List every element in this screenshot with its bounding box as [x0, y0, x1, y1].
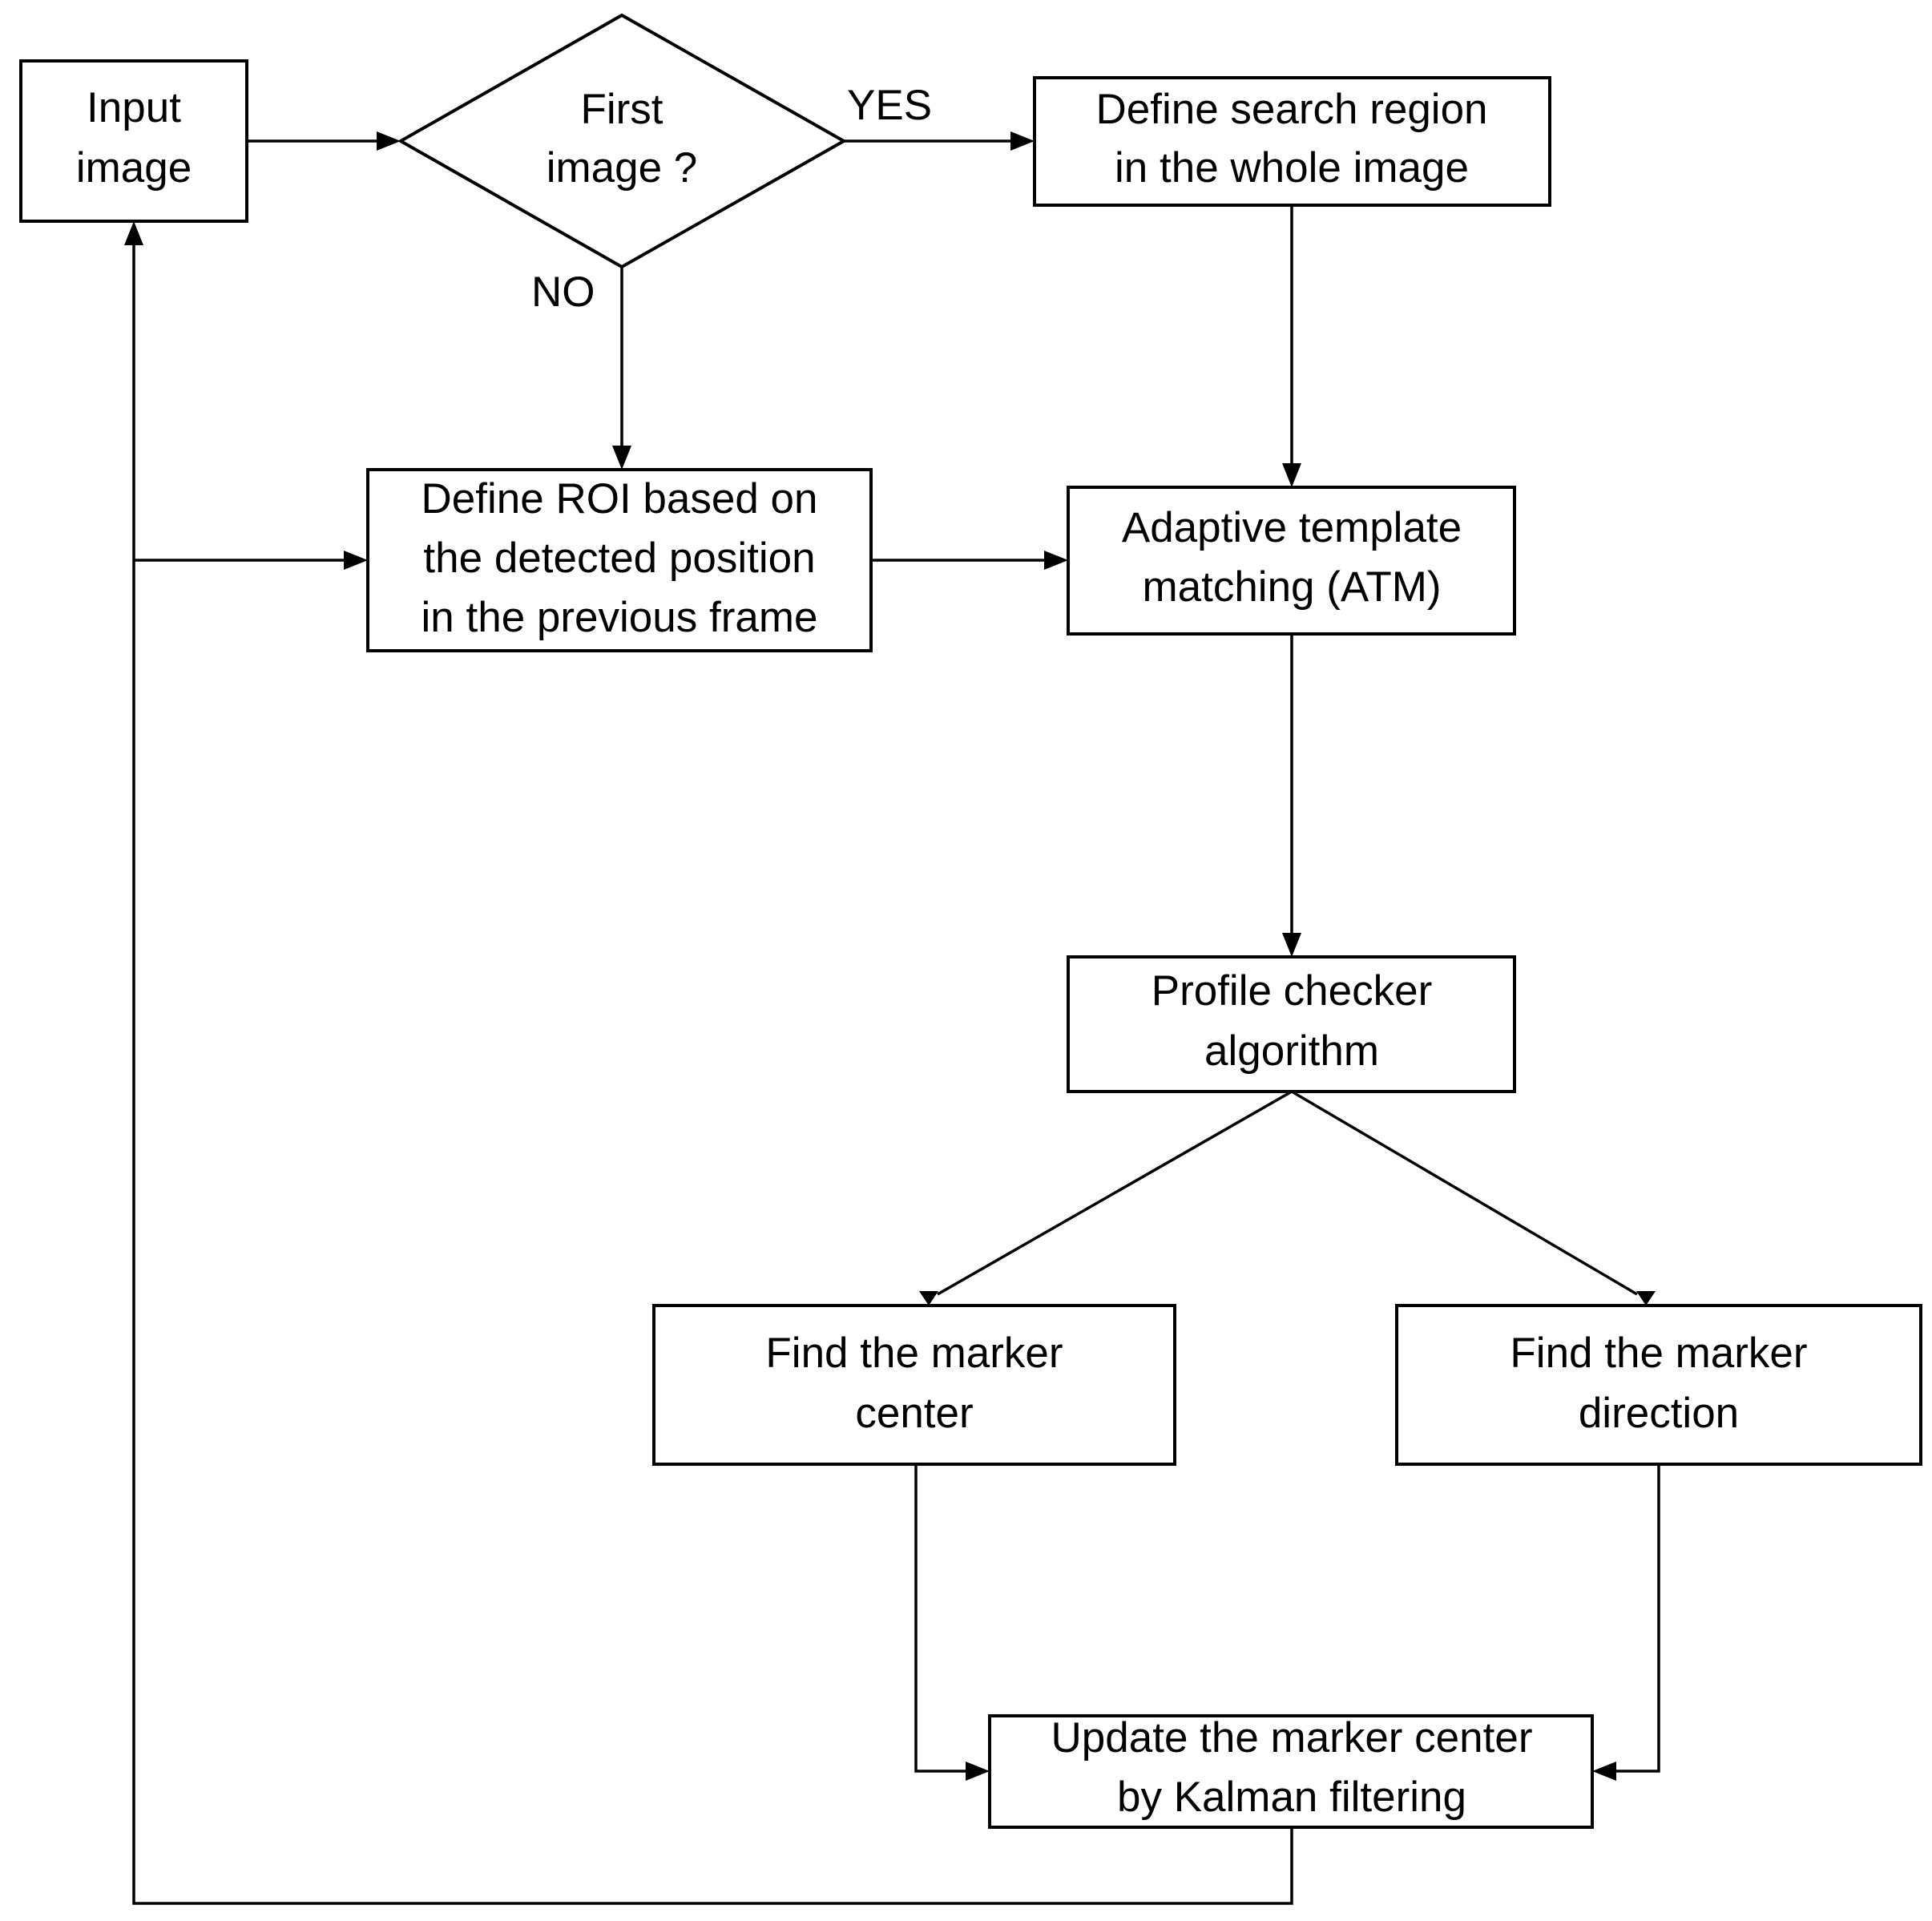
arrowhead-down: [1282, 463, 1301, 487]
edge-decision-yes-to-search: YES: [844, 82, 1035, 151]
arrowhead-right: [1044, 551, 1068, 570]
edge-label-no: NO: [531, 268, 595, 316]
node-first-image-line-2: image ?: [547, 144, 698, 192]
node-define-search-line-2: in the whole image: [1115, 144, 1469, 192]
node-marker-direction-line-2: direction: [1579, 1390, 1739, 1437]
node-kalman-update: Update the marker center by Kalman filte…: [988, 1714, 1594, 1829]
node-define-roi-line-3: in the previous frame: [421, 594, 818, 641]
node-kalman-line-2: by Kalman filtering: [1117, 1774, 1466, 1821]
edge-label-yes: YES: [847, 82, 932, 129]
node-marker-center-line-1: Find the marker: [765, 1330, 1063, 1377]
node-adaptive-template-matching: Adaptive template matching (ATM): [1067, 486, 1516, 636]
edge-kalman-loop-to-input: [124, 221, 1293, 1905]
node-atm-line-2: matching (ATM): [1142, 563, 1441, 611]
node-first-image-decision: First image ?: [397, 13, 848, 269]
node-marker-direction-line-1: Find the marker: [1510, 1330, 1807, 1377]
edge-loop-to-roi: [134, 551, 368, 570]
edge-input-to-decision: [247, 131, 401, 151]
node-profile-checker-line-2: algorithm: [1204, 1027, 1379, 1075]
node-kalman-line-1: Update the marker center: [1051, 1714, 1533, 1762]
edge-profile-to-marker-direction: [1291, 1090, 1656, 1306]
edge-marker-center-to-kalman: [914, 1464, 990, 1781]
node-profile-checker-line-1: Profile checker: [1152, 967, 1433, 1015]
node-profile-checker: Profile checker algorithm: [1067, 955, 1516, 1093]
node-define-roi-line-2: the detected position: [423, 535, 815, 582]
node-input-image-line-1: Input: [87, 84, 181, 131]
edge-roi-to-atm: [871, 551, 1068, 570]
arrowhead-up: [124, 221, 143, 245]
node-define-search-line-1: Define search region: [1095, 86, 1487, 133]
node-input-image-line-2: image: [76, 144, 192, 192]
node-first-image-line-1: First: [580, 86, 663, 133]
arrowhead-right: [377, 131, 401, 151]
arrowhead-right: [966, 1762, 990, 1781]
node-find-marker-direction: Find the marker direction: [1395, 1304, 1922, 1466]
node-define-roi: Define ROI based on the detected positio…: [366, 468, 873, 652]
node-find-marker-center: Find the marker center: [652, 1304, 1176, 1466]
edge-marker-direction-to-kalman: [1592, 1464, 1660, 1781]
node-define-search-region: Define search region in the whole image: [1033, 76, 1551, 207]
edge-profile-to-marker-center: [919, 1090, 1293, 1306]
node-marker-center-line-2: center: [855, 1390, 973, 1437]
arrowhead-down: [1636, 1291, 1656, 1306]
arrowhead-down: [919, 1291, 938, 1306]
arrowhead-right: [1010, 131, 1035, 151]
edge-atm-to-profile-checker: [1282, 634, 1301, 957]
node-atm-line-1: Adaptive template: [1122, 504, 1462, 551]
node-input-image: Input image: [19, 59, 248, 223]
arrowhead-left: [1592, 1762, 1616, 1781]
edge-search-to-atm: [1282, 205, 1301, 487]
edge-decision-no-to-roi: NO: [531, 267, 631, 470]
arrowhead-down: [1282, 933, 1301, 957]
node-define-roi-line-1: Define ROI based on: [421, 475, 818, 523]
arrowhead-down: [612, 446, 631, 470]
arrowhead-right: [344, 551, 368, 570]
